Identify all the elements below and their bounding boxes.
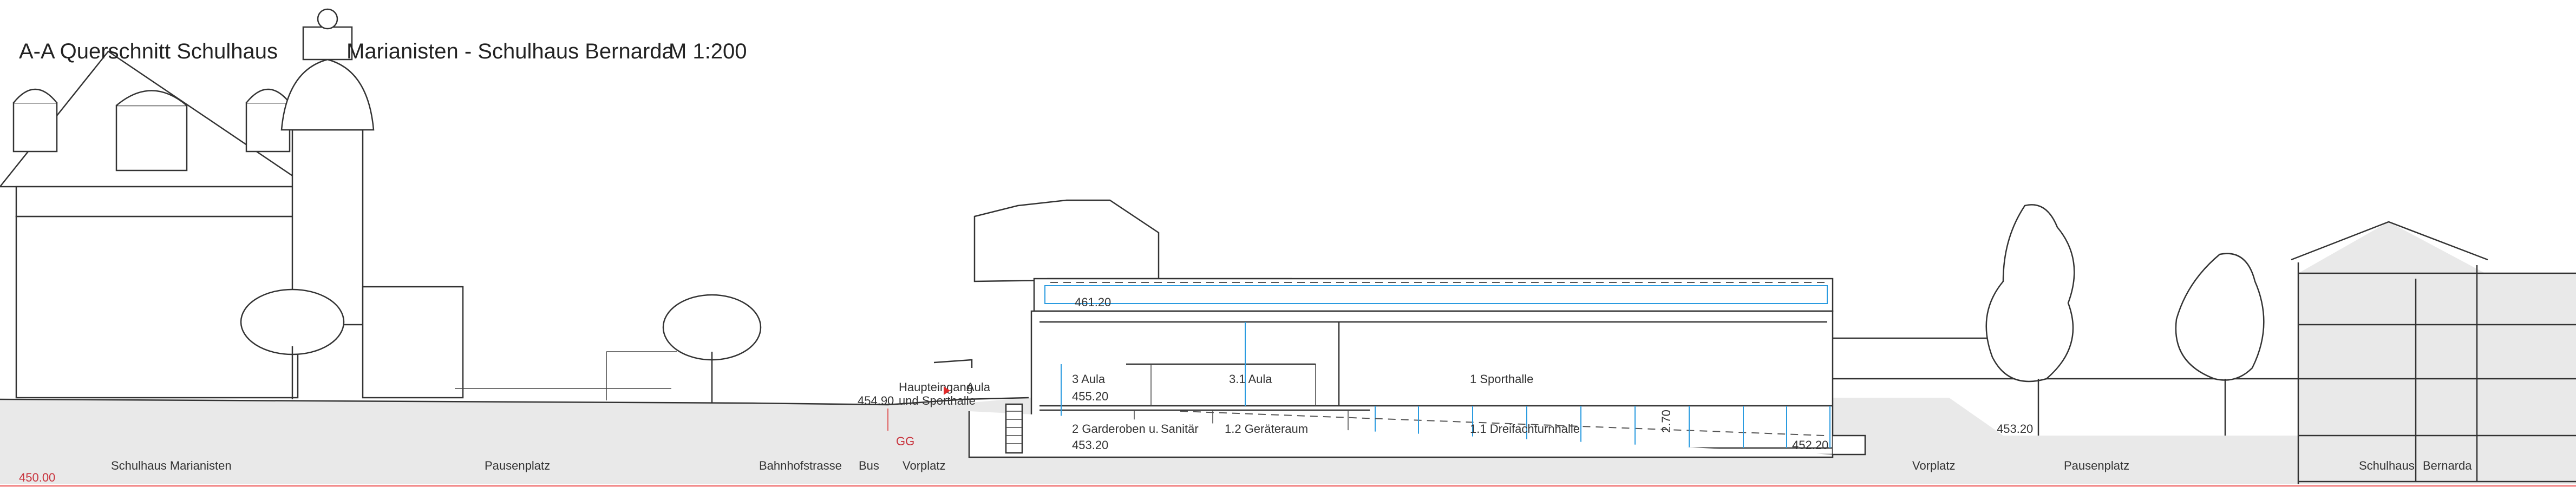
label-bahnhofstrasse: Bahnhofstrasse — [759, 459, 842, 472]
entrance-arrow-icon — [944, 386, 950, 395]
tree — [1985, 204, 2265, 436]
room-dreifachturnhalle: 1.1 Dreifachturnhalle — [1470, 422, 1580, 436]
label-schulhaus-marianisten: Schulhaus Marianisten — [111, 459, 232, 472]
label-bernarda: Bernarda — [2423, 459, 2472, 472]
entrance-label-line1: Haupteingang — [899, 380, 973, 394]
main-building-section — [933, 278, 1834, 458]
level-garderoben: 453.20 — [1072, 438, 1108, 452]
background-building — [973, 199, 1160, 282]
level-entrance: 454.90 — [858, 394, 894, 407]
label-vorplatz-right: Vorplatz — [1912, 459, 1956, 472]
level-roof: 461.20 — [1075, 295, 1111, 309]
schulhaus-marianisten-building — [0, 8, 677, 400]
entrance-label-aula: Aula — [966, 380, 991, 394]
dimension-label: 2.70 — [1659, 410, 1673, 433]
room-sanitaer: Sanitär — [1161, 422, 1199, 436]
room-geraeteraum: 1.2 Geräteraum — [1225, 422, 1308, 436]
project-title: Marianisten - Schulhaus Bernarda — [346, 39, 675, 63]
room-aula: 3 Aula — [1072, 372, 1106, 386]
ground-line — [0, 397, 1029, 406]
room-aula-31: 3.1 Aula — [1229, 372, 1272, 386]
label-vorplatz-left: Vorplatz — [903, 459, 946, 472]
section-marker: GG — [896, 434, 914, 448]
label-schulhaus: Schulhaus — [2359, 459, 2415, 472]
label-pausenplatz-right: Pausenplatz — [2064, 459, 2129, 472]
level-aula: 455.20 — [1072, 390, 1108, 403]
level-halle: 452.20 — [1792, 438, 1828, 452]
label-pausenplatz-left: Pausenplatz — [485, 459, 550, 472]
entrance-label-line2: und Sporthalle — [899, 394, 976, 407]
scale-label: M 1:200 — [669, 39, 747, 63]
level-pausenplatz: 453.20 — [1997, 422, 2033, 436]
room-sporthalle: 1 Sporthalle — [1470, 372, 1533, 386]
tree — [240, 288, 762, 403]
schulhaus-bernarda-building — [2291, 221, 2576, 484]
drawing-title: A-A Querschnitt Schulhaus — [19, 39, 278, 63]
stair — [1005, 403, 1023, 454]
room-garderoben: 2 Garderoben u. — [1072, 422, 1159, 436]
label-bus: Bus — [859, 459, 879, 472]
level-reference: 450.00 — [19, 471, 55, 484]
